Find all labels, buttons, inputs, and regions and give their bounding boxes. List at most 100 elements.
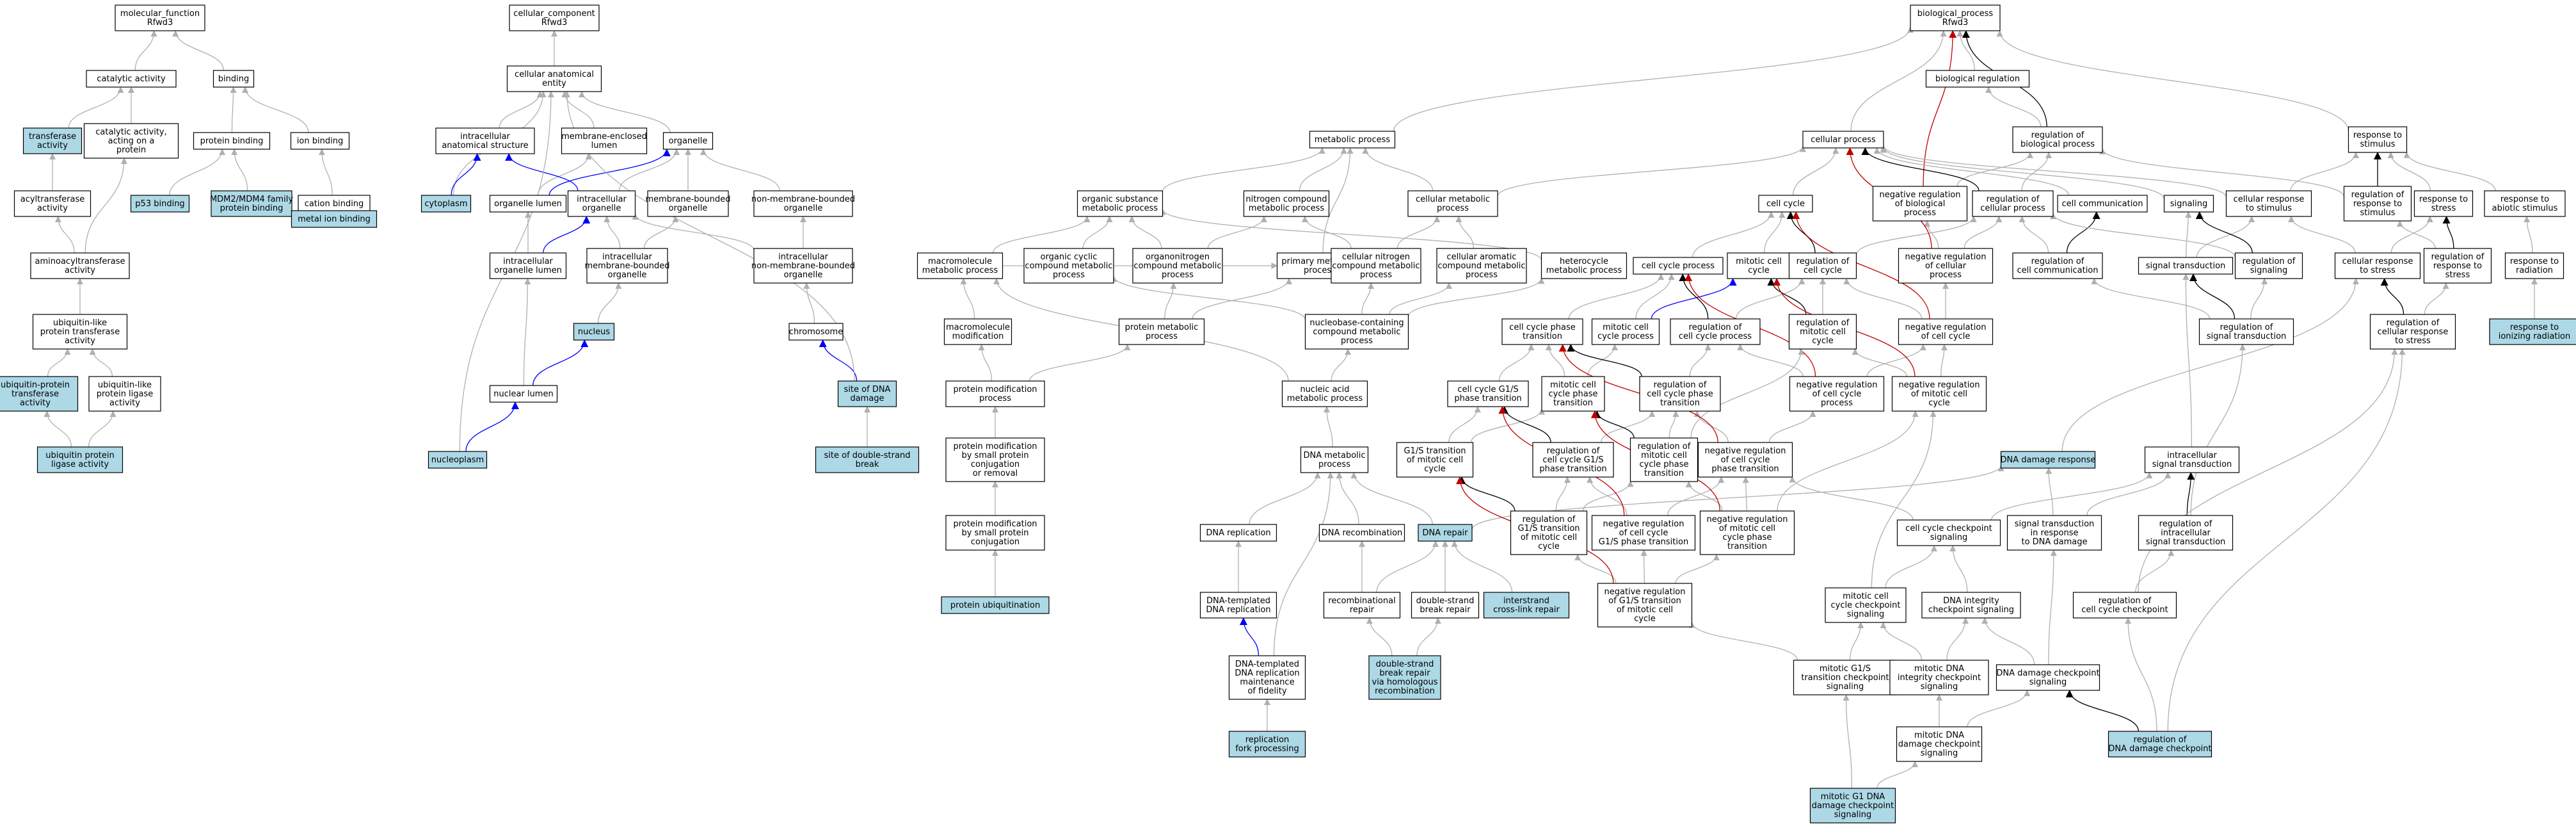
go-term-node-prot-ubiq: protein ubiquitination (941, 596, 1050, 614)
edge-is-a-cr-stim-to-resp-stim (2290, 152, 2359, 191)
go-term-label-line: regulation of (2031, 131, 2084, 140)
edge-is-a-cc-checkpoint-to-ic-sigtrans (1991, 472, 2153, 521)
go-term-box (837, 380, 897, 407)
go-term-node-cat: catalytic activity (86, 70, 177, 88)
go-term-label-line: lumen (591, 141, 618, 150)
go-term-label-line: macromolecule (928, 257, 992, 266)
go-term-label: p53 binding (135, 199, 184, 209)
edge-is-a-dna-rep-to-dna-mp (1249, 472, 1321, 525)
go-term-node-signaling: signaling (2163, 195, 2214, 213)
go-term-box (193, 132, 271, 150)
go-term-box (1447, 380, 1529, 407)
go-term-box (291, 210, 378, 228)
go-term-label-line: organelle (784, 204, 823, 213)
edge-is-a-neg-reg-bp-to-reg-bp (1956, 152, 2033, 187)
go-term-label: biological regulation (1935, 74, 2020, 84)
go-term-box (30, 252, 130, 279)
go-term-label-line: metabolic process (1249, 204, 1325, 213)
go-term-label: signal transduction (2146, 261, 2226, 271)
go-term-box (2072, 592, 2177, 619)
go-term-box (2234, 252, 2303, 279)
go-term-label-line: nuclear lumen (493, 389, 553, 399)
go-term-label: metal ion binding (298, 215, 371, 224)
edge-is-a-sigtrans-to-signaling (2185, 211, 2192, 258)
go-term-label-line: by small protein (961, 451, 1028, 460)
go-term-box (1697, 442, 1793, 478)
go-term-label-line: response to (2353, 199, 2402, 209)
edge-is-a-neg-reg-ccg1s-to-neg-reg-ccpt (1667, 476, 1725, 516)
go-term-label-line: process (1053, 270, 1085, 280)
go-term-label-line: process (1304, 266, 1336, 275)
go-term-label: organelle lumen (494, 199, 562, 209)
edge-is-a-cr-stress-to-cr-stim (2288, 216, 2356, 254)
go-term-label-line: mitotic DNA (1914, 664, 1964, 674)
go-term-box (561, 127, 648, 154)
go-term-label-line: cycle phase (1549, 389, 1598, 399)
go-term-label-line: regulation of (1654, 380, 1707, 390)
edge-is-a-p53-to-protbind (169, 149, 226, 196)
go-term-label-line: negative regulation (1604, 587, 1685, 597)
edges-layer (44, 26, 2538, 789)
go-term-label-line: DNA damage response (2000, 455, 2095, 465)
go-term-label-line: entity (542, 79, 566, 88)
go-term-box (2000, 451, 2096, 469)
go-term-box (2144, 446, 2240, 473)
go-term-box (1501, 318, 1583, 345)
edge-is-a-mdna-integrity-to-mcc-checkpoint (1880, 622, 1923, 661)
go-term-label: cellular process (1811, 135, 1876, 145)
go-term-label-line: damage checkpoint (1898, 740, 1980, 749)
go-term-label-line: ligase activity (51, 460, 109, 469)
edge-is-a-neg-reg-mccpt-to-neg-reg-ccpt (1742, 476, 1749, 512)
go-term-box (506, 65, 602, 92)
go-term-box (941, 596, 1050, 614)
edge-is-a-neg-reg-mcc-to-reg-mcc (1852, 348, 1907, 377)
go-term-label-line: conjugation (971, 537, 1020, 547)
go-term-label-line: intracellular (577, 195, 627, 204)
edge-is-a-nbccmp-to-cncmp (1361, 282, 1375, 315)
go-term-label: cell cycle process (1642, 261, 1715, 271)
go-term-label-line: damage checkpoint (1812, 801, 1894, 811)
go-term-label-line: metabolic process (1315, 135, 1391, 145)
go-term-label-line: or removal (973, 469, 1018, 478)
go-term-box (815, 446, 920, 473)
go-term-label-line: mitotic cell (1843, 592, 1889, 601)
go-term-label-line: cell cycle checkpoint (2081, 605, 2168, 615)
go-term-box (1323, 592, 1401, 619)
go-term-box (2489, 318, 2576, 345)
edge-regulates-reg-sigtrans-to-sigtrans (2189, 273, 2236, 320)
go-term-label-line: transition (1553, 398, 1593, 408)
go-term-label-line: signal transduction (2146, 537, 2226, 547)
go-term-label-line: stress (2445, 270, 2470, 280)
go-term-label-line: protein ligase (97, 389, 154, 399)
go-term-label: cation binding (305, 199, 364, 209)
go-term-label-line: cellular metabolic (1416, 195, 1490, 204)
go-term-label-line: regulation of (1523, 515, 1576, 524)
go-term-label-line: signal transduction (2207, 332, 2287, 341)
go-term-label-line: signaling (1921, 682, 1958, 692)
